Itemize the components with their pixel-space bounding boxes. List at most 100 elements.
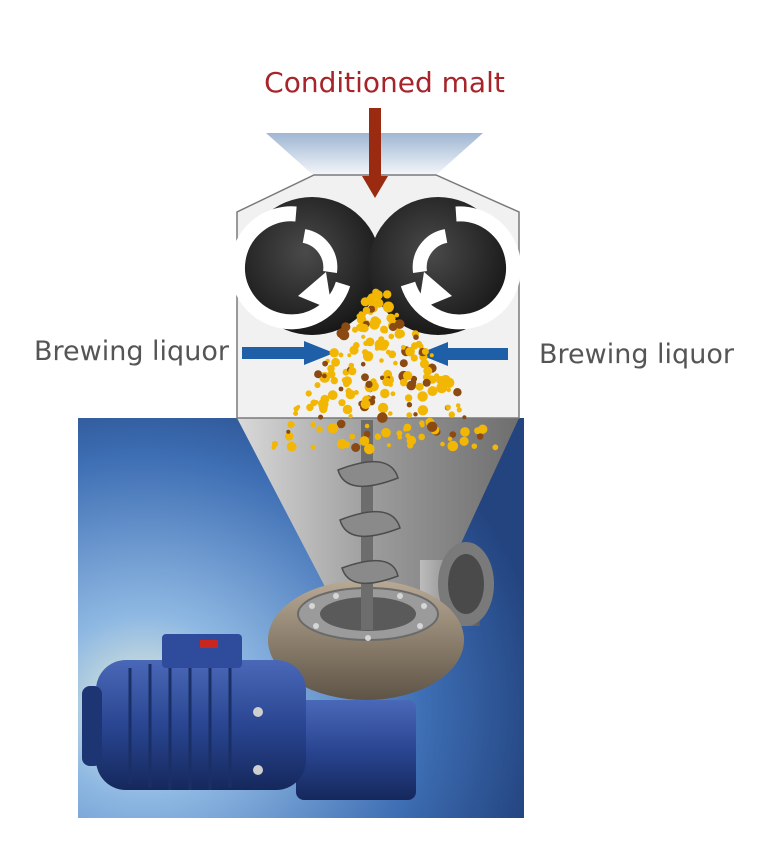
- grist-particle: [399, 378, 408, 387]
- left-roller: [230, 197, 381, 335]
- right-roller: [369, 197, 521, 335]
- grist-particle: [448, 411, 455, 418]
- grist-particle: [338, 386, 344, 392]
- counter-rotating-arrows-icon: [230, 206, 351, 330]
- grist-particle: [456, 407, 462, 413]
- grist-particle: [370, 316, 380, 326]
- grist-particle: [362, 351, 374, 362]
- grist-particle: [364, 423, 370, 429]
- grist-particle: [361, 334, 366, 339]
- grist-particle: [403, 427, 408, 432]
- grist-particle: [374, 433, 382, 441]
- grist-particle: [330, 376, 338, 385]
- grist-particle: [396, 430, 403, 437]
- grist-particle: [405, 433, 411, 439]
- grist-particle: [305, 390, 312, 397]
- grist-particle: [417, 405, 429, 416]
- grist-particle: [367, 293, 377, 302]
- grist-particle: [413, 334, 419, 341]
- grist-particle: [429, 353, 434, 358]
- grist-particle: [342, 404, 353, 415]
- gearbox: [296, 700, 416, 800]
- grist-particle: [405, 346, 415, 357]
- grist-particle: [348, 414, 353, 419]
- grist-particle: [360, 399, 371, 410]
- grist-particle: [390, 391, 396, 397]
- grist-particle: [380, 388, 390, 399]
- grist-particle: [361, 373, 369, 382]
- grist-particle: [322, 360, 328, 367]
- grist-particle: [352, 326, 358, 333]
- grist-particle: [327, 422, 339, 434]
- grist-particle: [383, 328, 388, 334]
- grist-particle: [447, 436, 453, 441]
- grist-particle: [377, 402, 389, 414]
- grist-particle: [417, 391, 428, 402]
- grist-particle: [284, 432, 294, 441]
- grist-particle: [388, 350, 397, 359]
- grist-particle: [459, 436, 469, 446]
- grist-particle: [446, 387, 452, 393]
- grist-particle: [353, 342, 360, 349]
- electric-motor: [82, 634, 306, 790]
- conditioned-malt-label: Conditioned malt: [264, 66, 505, 99]
- grist-particle: [351, 443, 361, 452]
- grist-particle: [313, 400, 319, 405]
- grist-particle: [449, 431, 457, 438]
- grist-particle: [377, 412, 388, 423]
- grist-particle: [348, 362, 355, 369]
- grist-particle: [406, 412, 413, 418]
- grist-particle: [436, 375, 445, 385]
- grist-particle: [462, 415, 467, 420]
- grist-particle: [440, 441, 445, 447]
- grist-particle: [357, 323, 367, 333]
- brewing-liquor-label-right: Brewing liquor: [539, 339, 734, 370]
- mill-schematic: [230, 108, 521, 455]
- grist-particle: [492, 444, 499, 451]
- grist-particle: [365, 380, 373, 388]
- grist-particle: [293, 411, 299, 416]
- grist-particle: [271, 445, 277, 450]
- grist-particle: [360, 361, 366, 367]
- grist-particle: [310, 444, 316, 450]
- grist-particle: [374, 298, 384, 308]
- grist-particle: [394, 329, 404, 339]
- grist-particle: [363, 430, 371, 438]
- grist-particle: [471, 443, 478, 450]
- grist-particle: [474, 427, 481, 435]
- grist-particle: [383, 290, 392, 299]
- grist-particle: [327, 370, 336, 379]
- grist-particle: [407, 442, 414, 449]
- grist-particles: [271, 288, 499, 455]
- grist-particle: [388, 411, 393, 416]
- grist-particle: [322, 373, 327, 379]
- grist-particle: [314, 382, 321, 389]
- grist-particle: [361, 311, 367, 317]
- grist-particle: [293, 406, 299, 412]
- grist-particle: [341, 322, 351, 332]
- grist-particle: [386, 313, 396, 323]
- grist-particle: [336, 419, 346, 429]
- grist-particle: [476, 433, 484, 440]
- grist-particle: [363, 340, 369, 346]
- grist-particle: [381, 427, 391, 438]
- grist-particle: [419, 359, 430, 369]
- brewing-liquor-label-left: Brewing liquor: [34, 336, 229, 367]
- grist-particle: [460, 427, 470, 437]
- grist-particle: [399, 359, 408, 368]
- grist-particle: [394, 319, 405, 329]
- grist-particle: [386, 443, 391, 448]
- grist-particle: [410, 354, 418, 362]
- grist-particle: [382, 377, 392, 387]
- grist-particle: [287, 421, 295, 429]
- grist-particle: [349, 433, 356, 440]
- grist-particle: [379, 358, 384, 363]
- grist-particle: [403, 371, 413, 381]
- grist-particle: [374, 339, 386, 351]
- grist-particle: [327, 364, 335, 373]
- grist-particle: [286, 429, 291, 434]
- grist-particle: [316, 426, 323, 433]
- grist-particle: [327, 390, 338, 401]
- grist-particle: [422, 378, 431, 387]
